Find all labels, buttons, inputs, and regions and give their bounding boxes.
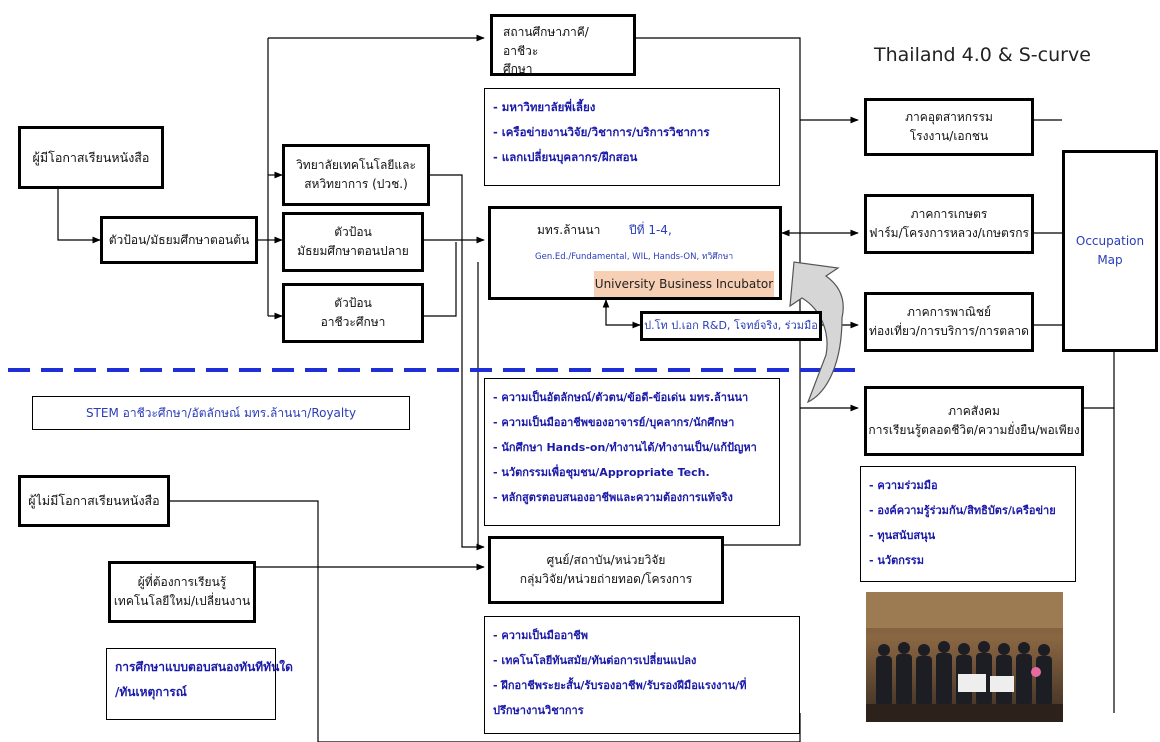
box-upper-secondary: ตัวป้อน มัธยมศึกษาตอนปลาย [282, 212, 424, 272]
box-lower-secondary: ตัวป้อน/มัธยมศึกษาตอนต้น [100, 216, 258, 264]
box-label: ป.โท ป.เอก R&D, โจทย์จริง, ร่วมมือ [644, 319, 818, 333]
box-label: การเรียนรู้ตลอดชีวิต/ความยั่งยืน/พอเพียง [868, 423, 1080, 437]
box-occupation-map: Occupation Map [1062, 150, 1158, 352]
box-label: ผู้ไม่มีโอกาสเรียนหนังสือ [28, 493, 160, 509]
connector [170, 500, 485, 571]
list-item: การศึกษาแบบตอบสนองทันทีทันใด [115, 660, 293, 674]
box-no-opportunity: ผู้ไม่มีโอกาสเรียนหนังสือ [18, 475, 170, 527]
incubator-label: University Business Incubator [594, 271, 774, 297]
box-label: ภาคสังคม [948, 404, 1000, 419]
list-item: - นวัตกรรมเพื่อชุมชน/Appropriate Tech. [493, 466, 710, 479]
box-label: ผู้ที่ต้องการเรียนรู้ [137, 575, 227, 590]
list-item: ปรึกษางานวิชาการ [493, 704, 584, 717]
connector [317, 567, 801, 742]
box-want-learn: ผู้ที่ต้องการเรียนรู้ เทคโนโลยีใหม่/เปลี… [108, 561, 256, 623]
box-social: ภาคสังคม การเรียนรู้ตลอดชีวิต/ความยั่งยื… [864, 386, 1084, 456]
university-name: มทร.ล้านนา [537, 223, 601, 237]
box-label: ตัวป้อน [334, 225, 372, 240]
box-agriculture: ภาคการเกษตร ฟาร์ม/โครงการหลวง/เกษตรกร [864, 194, 1034, 254]
list-item: - หลักสูตรตอบสนองอาชีพและความต้องการแท้จ… [493, 491, 733, 504]
connector [1084, 352, 1115, 409]
list-item: - เทคโนโลยีทันสมัย/ทันต่อการเปลี่ยนแปลง [493, 654, 697, 667]
box-label: ภาคการเกษตร [910, 207, 988, 222]
list-item: - นักศึกษา Hands-on/ทำงานได้/ทำงานเป็น/แ… [493, 441, 757, 454]
university-programs: Gen.Ed./Fundamental, WIL, Hands-ON, ทวิศ… [535, 252, 734, 262]
group-photo-figures [866, 592, 1063, 722]
box-label: กลุ่มวิจัย/หน่วยถ่ายทอด/โครงการ [519, 572, 693, 586]
box-opportunity: ผู้มีโอกาสเรียนหนังสือ [18, 126, 164, 189]
box-regional: สถานศึกษาภาคี/อาชีวะ ศึกษา [490, 14, 636, 76]
box-cooperation-list: - ความร่วมมือ - องค์ความรู้ร่วมกัน/สิทธิ… [860, 466, 1076, 582]
page-title: Thailand 4.0 & S-curve [874, 44, 1091, 66]
box-label: ภาคอุตสาหกรรม [905, 110, 993, 125]
box-vocational: ตัวป้อน อาชีวะศึกษา [282, 283, 424, 343]
box-graduate: ป.โท ป.เอก R&D, โจทย์จริง, ร่วมมือ [640, 311, 822, 341]
box-label: ศึกษา [503, 62, 533, 77]
box-identity-list: - ความเป็นอัตลักษณ์/ตัวตน/ข้อดี-ข้อเด่น … [484, 378, 780, 526]
list-item: - แลกเปลี่ยนบุคลากร/ฝึกสอน [493, 150, 638, 164]
list-item: - ความร่วมมือ [869, 479, 938, 492]
box-label: เทคโนโลยีใหม่/เปลี่ยนงาน [113, 594, 251, 608]
box-industry: ภาคอุตสาหกรรม โรงงาน/เอกชน [864, 98, 1034, 156]
connector [57, 189, 101, 244]
box-label: อาชีวะศึกษา [320, 315, 386, 329]
box-label: Occupation [1075, 234, 1145, 249]
box-label: ผู้มีโอกาสเรียนหนังสือ [32, 149, 150, 165]
list-item: - ความเป็นมืออาชีพ [493, 629, 588, 642]
list-item: - นวัตกรรม [869, 554, 924, 567]
connector [430, 174, 485, 551]
list-item: - ความเป็นอัตลักษณ์/ตัวตน/ข้อดี-ข้อเด่น … [493, 391, 749, 404]
box-college: วิทยาลัยเทคโนโลยีและ สหวิทยาการ (ปวช.) [282, 144, 430, 206]
connector [602, 299, 641, 329]
group-photo [866, 592, 1063, 722]
box-label: STEM อาชีวะศึกษา/อัตลักษณ์ มทร.ล้านนา/Ro… [85, 405, 357, 420]
connector [424, 242, 457, 317]
box-research: ศูนย์/สถาบัน/หน่วยวิจัย กลุ่มวิจัย/หน่วย… [488, 536, 724, 604]
box-label: ตัวป้อน/มัธยมศึกษาตอนต้น [108, 232, 250, 247]
box-commerce: ภาคการพาณิชย์ ท่องเที่ยว/การบริการ/การตล… [864, 292, 1034, 352]
box-mentor-list: - มหาวิทยาลัยพี่เลี้ยง - เครือข่ายงานวิจ… [484, 88, 780, 186]
list-item: - องค์ความรู้ร่วมกัน/สิทธิบัตร/เครือข่าย [869, 504, 1056, 517]
box-label: ตัวป้อน [334, 296, 372, 311]
box-professional-list: - ความเป็นมืออาชีพ - เทคโนโลยีทันสมัย/ทั… [484, 616, 800, 734]
box-label: สถานศึกษาภาคี/อาชีวะ [503, 25, 589, 58]
box-stem: STEM อาชีวะศึกษา/อัตลักษณ์ มทร.ล้านนา/Ro… [32, 396, 410, 430]
box-label: สหวิทยาการ (ปวช.) [304, 177, 408, 191]
box-label: ฟาร์ม/โครงการหลวง/เกษตรกร [869, 226, 1029, 240]
university-years: ปีที่ 1-4, [629, 223, 672, 237]
list-item: - ฝึกอาชีพระยะสั้น/รับรองอาชีพ/รับรองฝีม… [493, 679, 747, 692]
box-label: โรงงาน/เอกชน [909, 129, 989, 143]
box-label: Map [1097, 253, 1123, 267]
list-item: - ทุนสนับสนุน [869, 529, 936, 542]
box-responsive-education: การศึกษาแบบตอบสนองทันทีทันใด /ทันเหตุการ… [106, 648, 293, 720]
list-item: - เครือข่ายงานวิจัย/วิชาการ/บริการวิชากา… [493, 125, 710, 139]
list-item: /ทันเหตุการณ์ [115, 685, 187, 699]
list-item: - ความเป็นมืออาชีพของอาจารย์/บุคลากร/นัก… [493, 416, 735, 429]
box-label: ศูนย์/สถาบัน/หน่วยวิจัย [546, 553, 666, 568]
box-label: มัธยมศึกษาตอนปลาย [297, 244, 409, 258]
box-label: วิทยาลัยเทคโนโลยีและ [296, 158, 416, 173]
box-label: ท่องเที่ยว/การบริการ/การตลาด [869, 324, 1029, 338]
box-label: ภาคการพาณิชย์ [906, 305, 992, 320]
list-item: - มหาวิทยาลัยพี่เลี้ยง [493, 100, 596, 114]
